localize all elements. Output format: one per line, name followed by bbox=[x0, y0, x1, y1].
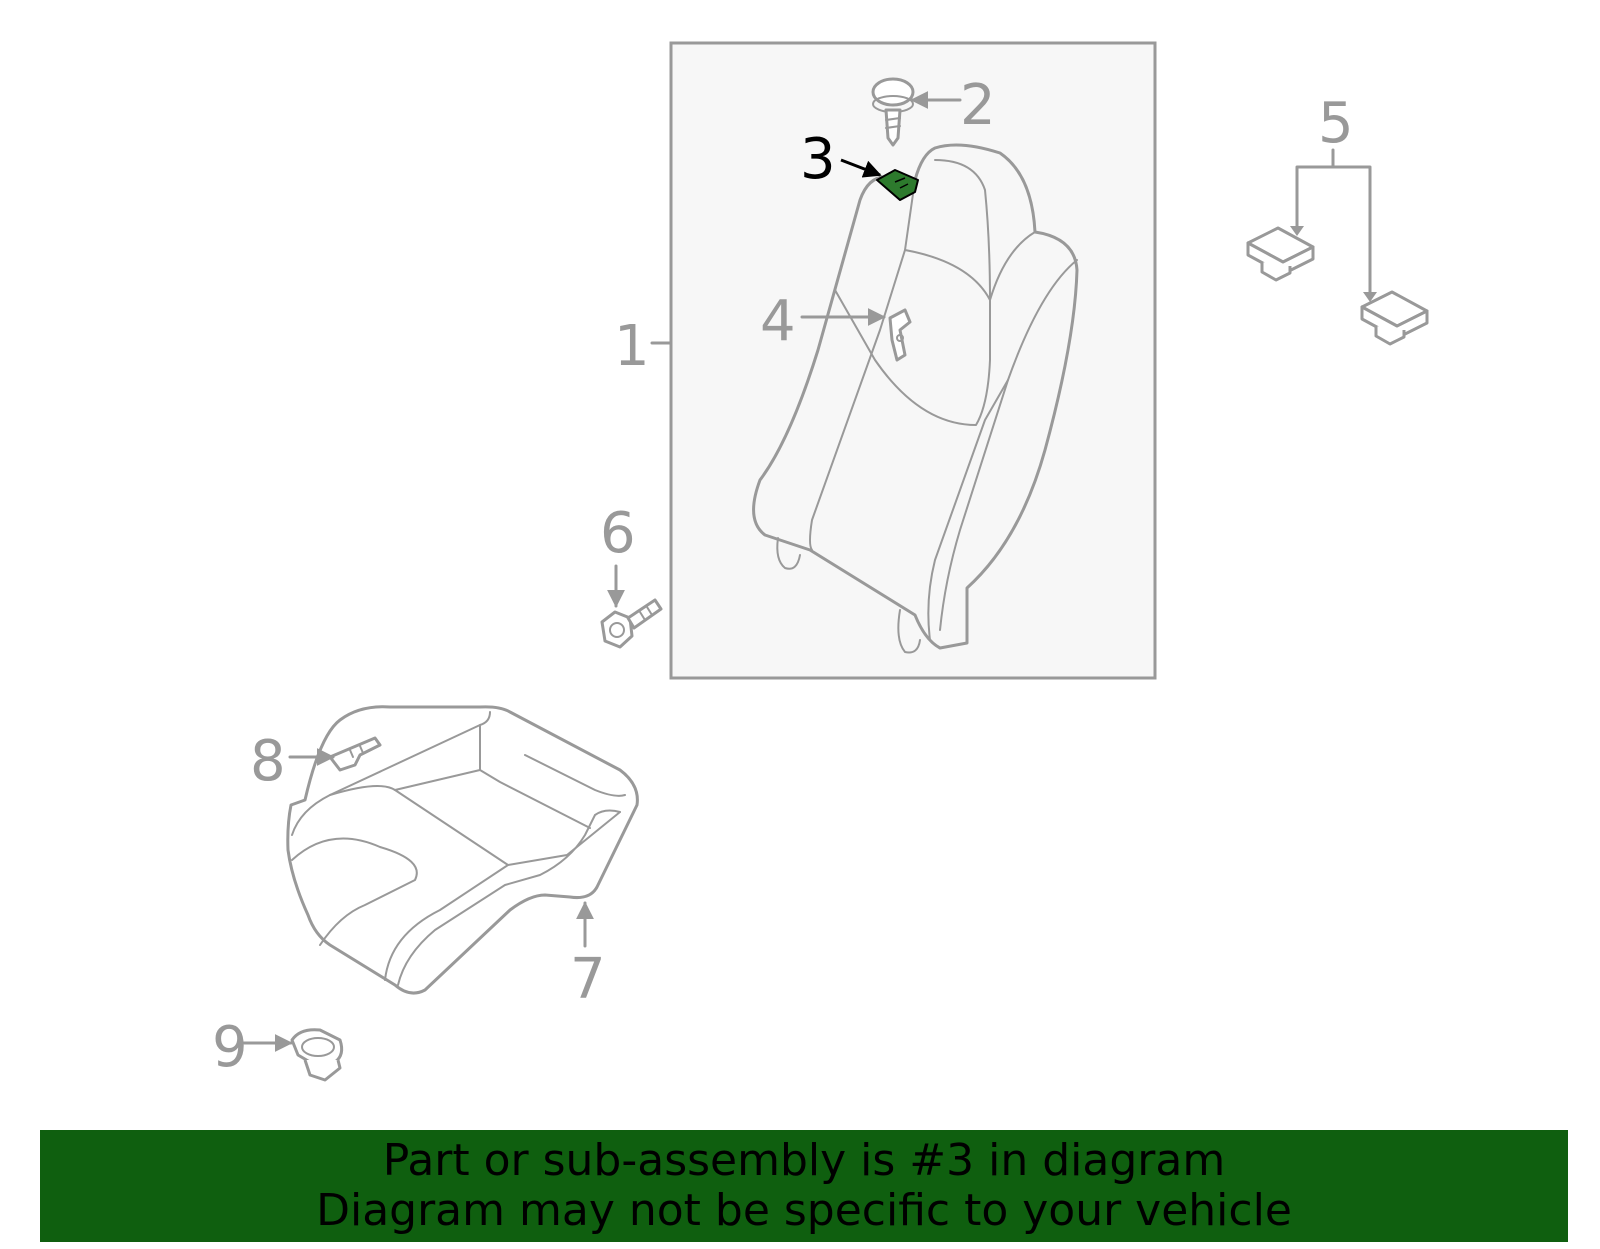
banner-line-disclaimer: Diagram may not be specific to your vehi… bbox=[316, 1185, 1292, 1236]
bracket-part-4 bbox=[888, 308, 912, 362]
guide-cap-part-5-left bbox=[1246, 226, 1315, 282]
callout-1: 1 bbox=[614, 314, 650, 379]
clip-part-3 bbox=[876, 169, 919, 201]
parts-diagram: 2 3 4 1 5 6 bbox=[212, 41, 1429, 1082]
info-banner: Part or sub-assembly is #3 in diagram Di… bbox=[40, 1130, 1568, 1242]
callout-3: 3 bbox=[800, 127, 836, 192]
seat-cushion bbox=[286, 705, 639, 995]
callout-2: 2 bbox=[960, 73, 996, 138]
callout-6: 6 bbox=[600, 501, 636, 566]
bolt-part-6 bbox=[600, 598, 663, 649]
guide-cap-part-5-right bbox=[1360, 290, 1429, 346]
callout-9: 9 bbox=[212, 1015, 248, 1080]
callout-7: 7 bbox=[570, 947, 606, 1012]
hook-clip-part-8 bbox=[328, 736, 382, 772]
callout-8: 8 bbox=[250, 729, 286, 794]
callout-5: 5 bbox=[1318, 91, 1354, 156]
callout-4: 4 bbox=[760, 289, 796, 354]
banner-line-part-number: Part or sub-assembly is #3 in diagram bbox=[382, 1135, 1226, 1186]
seat-back bbox=[752, 143, 1079, 654]
grommet-part-9 bbox=[290, 1028, 344, 1082]
seat-back-assembly-box bbox=[669, 41, 1157, 680]
